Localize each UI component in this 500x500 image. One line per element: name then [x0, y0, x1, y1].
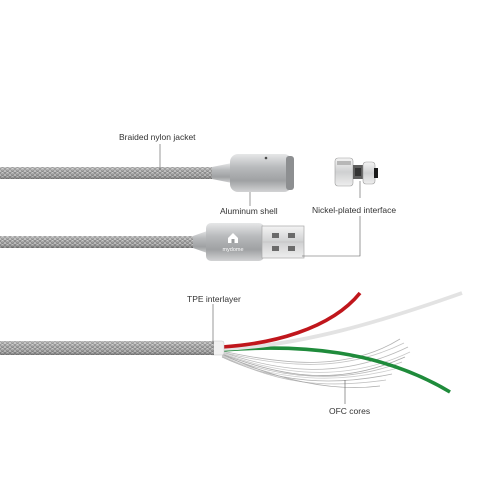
leader-lines: [159, 144, 361, 404]
wire-red: [221, 291, 362, 349]
house-logo-icon: [228, 233, 238, 243]
label-tpe-interlayer: TPE interlayer: [187, 294, 241, 304]
label-ofc-cores: OFC cores: [329, 406, 371, 416]
magnetic-cable: [0, 154, 294, 192]
wire-white: [221, 291, 463, 351]
strain-relief-top: [212, 163, 232, 183]
label-aluminum-shell: Aluminum shell: [220, 206, 278, 216]
ofc-strands: [221, 338, 411, 388]
aluminum-shell-connector: [230, 154, 292, 192]
magnetic-tip: [334, 157, 378, 187]
connector-indicator-dot: [264, 156, 268, 160]
usb-cable: [0, 223, 305, 261]
leader-nickel-lower: [302, 216, 361, 257]
brand-logo-text: mydome: [222, 247, 243, 253]
stripped-cable: [0, 291, 463, 394]
label-nickel-interface: Nickel-plated interface: [312, 205, 397, 215]
strain-relief-middle: [193, 230, 210, 254]
label-braided-jacket: Braided nylon jacket: [119, 132, 196, 142]
